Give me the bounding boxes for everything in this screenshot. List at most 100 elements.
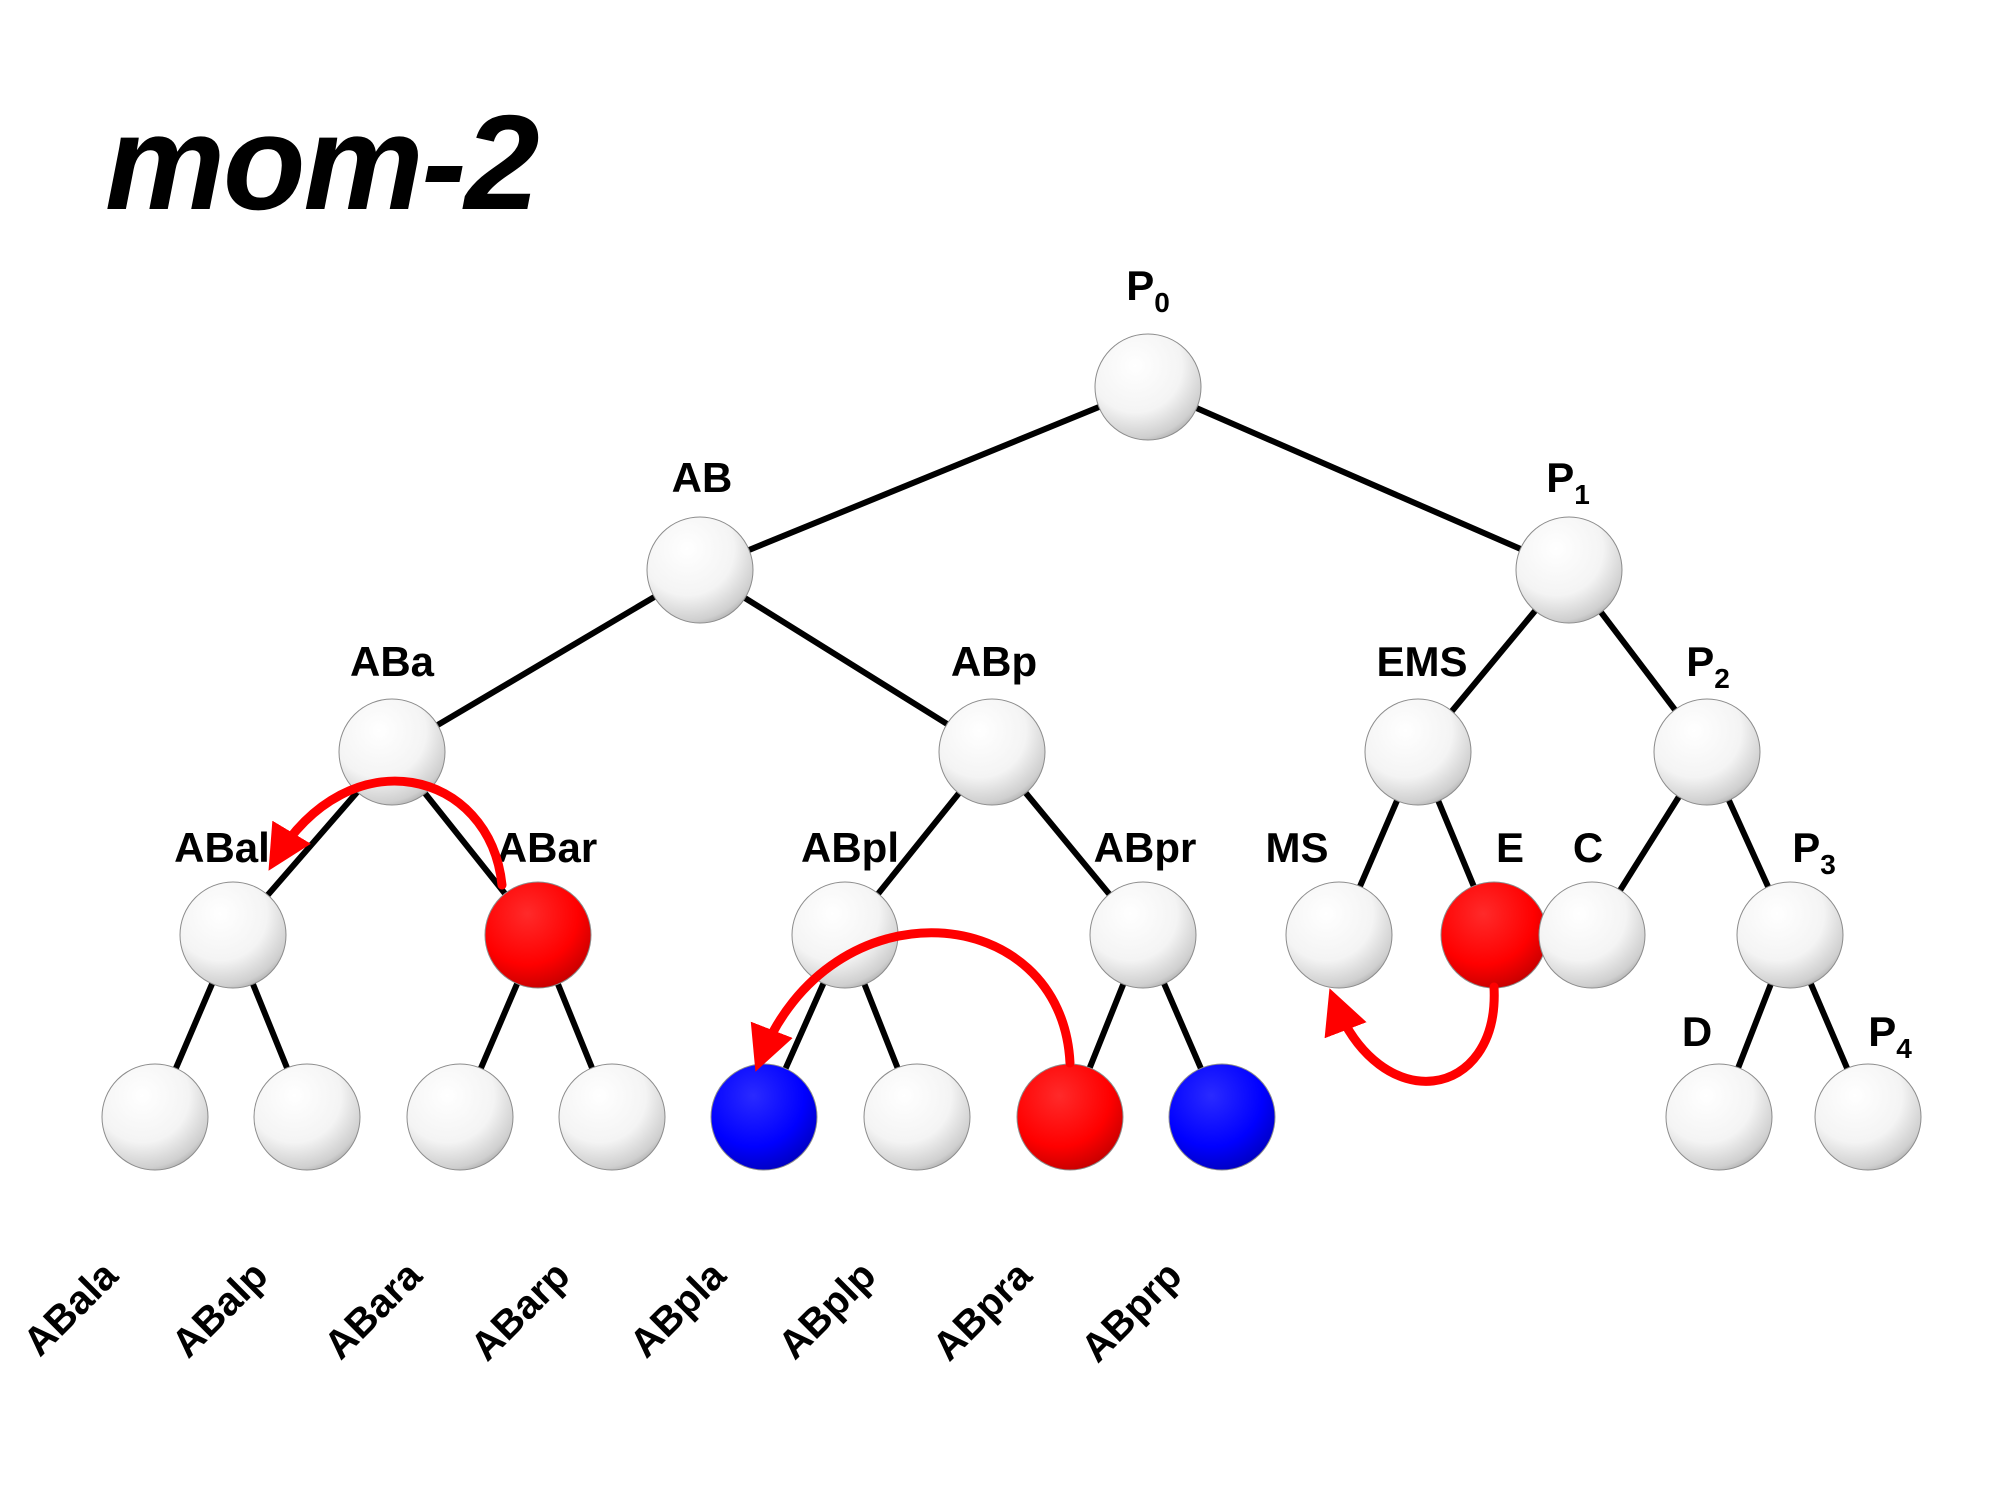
label-text: ABal <box>174 824 270 871</box>
cell-aba <box>338 698 446 806</box>
label-abpla: ABpla <box>622 1253 735 1366</box>
edge-abar-abarp <box>553 979 598 1075</box>
edge-ems-e <box>1434 796 1479 893</box>
label-abalp: ABalp <box>164 1253 277 1366</box>
cell-abpl <box>791 881 899 989</box>
label-p4: P4 <box>1868 1008 1912 1064</box>
label-p2: P2 <box>1686 638 1730 694</box>
label-text: MS <box>1266 824 1329 871</box>
edge-aba-abar <box>420 788 512 901</box>
label-text: ABarp <box>462 1253 578 1369</box>
label-p1: P1 <box>1546 454 1590 510</box>
label-text: AB <box>672 454 733 501</box>
cell-p2 <box>1653 698 1761 806</box>
edge-p1-p2 <box>1596 607 1681 717</box>
label-text: E <box>1496 824 1524 871</box>
label-abp: ABp <box>951 638 1037 685</box>
cell-ab <box>646 516 754 624</box>
cell-p4 <box>1814 1063 1922 1171</box>
cell-abpr <box>1089 881 1197 989</box>
edge-p0-ab <box>742 402 1104 556</box>
label-text: ABalp <box>164 1253 277 1366</box>
label-subscript: 3 <box>1820 849 1836 880</box>
label-text: D <box>1682 1008 1712 1055</box>
edge-p2-p3 <box>1724 795 1774 894</box>
cell-c <box>1538 881 1646 989</box>
label-text: ABa <box>350 638 435 685</box>
label-abar: ABar <box>497 824 597 871</box>
cell-e <box>1440 881 1548 989</box>
cell-abar <box>484 881 592 989</box>
edge-ab-aba <box>430 592 660 731</box>
cell-p3 <box>1736 881 1844 989</box>
label-abpl: ABpl <box>801 824 899 871</box>
label-abpr: ABpr <box>1094 824 1197 871</box>
cell-p1 <box>1515 516 1623 624</box>
cell-p0 <box>1094 333 1202 441</box>
label-text: ABala <box>15 1253 127 1365</box>
label-d: D <box>1682 1008 1712 1055</box>
cell-abplp <box>863 1063 971 1171</box>
edge-p1-ems <box>1445 605 1541 718</box>
edge-p0-p1 <box>1191 403 1528 555</box>
cell-abal <box>179 881 287 989</box>
edge-p3-d <box>1733 979 1775 1075</box>
signal-arrow-e-to-ms <box>1324 982 1499 1086</box>
edge-abp-abpr <box>1020 787 1116 901</box>
edge-p3-p4 <box>1806 978 1853 1075</box>
label-text: P <box>1126 262 1154 309</box>
cell-abpla <box>710 1063 818 1171</box>
label-abara: ABara <box>316 1253 431 1368</box>
label-text: P <box>1792 824 1820 871</box>
signal-arrow-abar-to-abal <box>268 776 507 890</box>
cell-ems <box>1364 698 1472 806</box>
label-subscript: 4 <box>1896 1033 1912 1064</box>
label-text: ABpr <box>1094 824 1197 871</box>
cell-abprp <box>1168 1063 1276 1171</box>
label-aba: ABa <box>350 638 435 685</box>
label-abala: ABala <box>15 1253 127 1365</box>
label-text: ABprp <box>1073 1253 1191 1371</box>
cell-abarp <box>558 1063 666 1171</box>
signal-arrows-layer <box>268 776 1499 1086</box>
label-text: ABp <box>951 638 1037 685</box>
edge-ab-abp <box>739 593 954 730</box>
label-abarp: ABarp <box>462 1253 578 1369</box>
label-text: ABara <box>316 1253 431 1368</box>
slide-title: mom-2 <box>105 87 540 238</box>
label-subscript: 2 <box>1714 663 1730 694</box>
label-abprp: ABprp <box>1073 1253 1191 1371</box>
label-abplp: ABplp <box>770 1253 884 1367</box>
cell-abpra <box>1016 1063 1124 1171</box>
signal-arrow-abpra-to-abpla <box>750 928 1075 1072</box>
edge-abpl-abplp <box>860 979 903 1075</box>
label-abal: ABal <box>174 824 270 871</box>
label-text: ABplp <box>770 1253 884 1367</box>
edges-layer <box>170 402 1853 1076</box>
edge-abal-abalp <box>248 979 293 1075</box>
edge-aba-abal <box>261 787 363 902</box>
edge-ems-ms <box>1354 795 1402 894</box>
cell-ms <box>1285 881 1393 989</box>
label-text: ABpl <box>801 824 899 871</box>
cell-abala <box>101 1063 209 1171</box>
label-abpra: ABpra <box>924 1253 1041 1370</box>
edge-p2-c <box>1614 791 1684 897</box>
label-text: P <box>1546 454 1574 501</box>
label-p0: P0 <box>1126 262 1170 318</box>
cell-abara <box>406 1063 514 1171</box>
edge-abpr-abpra <box>1084 979 1128 1075</box>
cell-abalp <box>253 1063 361 1171</box>
edge-abp-abpl <box>872 788 964 901</box>
label-text: ABpla <box>622 1253 735 1366</box>
edge-abal-abala <box>170 978 217 1075</box>
label-subscript: 0 <box>1154 287 1170 318</box>
edge-abar-abara <box>475 978 522 1075</box>
cell-d <box>1665 1063 1773 1171</box>
label-p3: P3 <box>1792 824 1836 880</box>
label-subscript: 1 <box>1574 479 1590 510</box>
cell-abp <box>938 698 1046 806</box>
label-ms: MS <box>1266 824 1329 871</box>
